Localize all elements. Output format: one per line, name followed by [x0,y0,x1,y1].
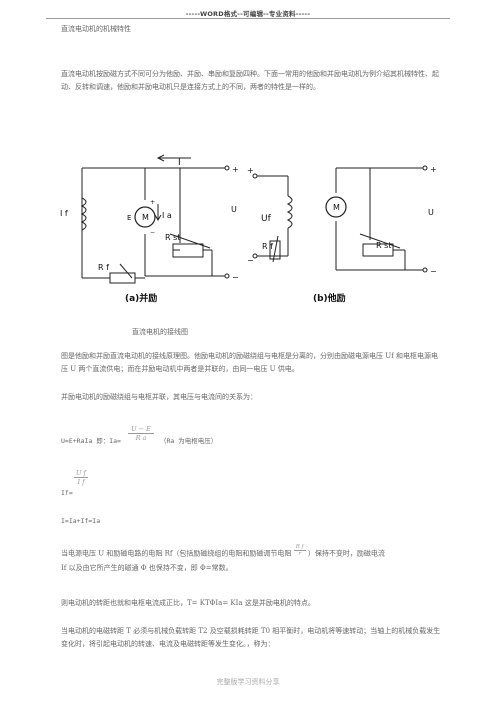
p4-frac-num: R f [295,544,304,550]
voltage-label-a: U [231,205,237,214]
motor-symbol-a [134,206,156,228]
rf-label-a: R f [98,263,109,272]
motor-label-a: M [142,213,149,222]
eq2-denominator: I f [77,478,85,486]
plus-right-b: + [430,165,437,174]
plus-left-b: + [247,166,254,175]
paragraph-2: 图是他励和并励直流电动机的接线原理图。他励电动机的励磁绕组与电枢是分离的，分别由… [61,352,438,373]
emf-label: E [127,214,131,222]
equation-2-fraction: U f I f [74,469,88,486]
equation-2-lhs: If= [61,489,73,497]
minus-right-b: − [430,267,437,276]
current-label: I [178,158,181,168]
caption-b: (b)他励 [313,292,346,304]
eq2-numerator: U f [76,469,86,477]
p4-frac-den: r [298,551,301,557]
uf-label: Uf [261,214,272,224]
minus-label-a: − [232,273,239,282]
motor-plus-a: + [150,199,155,206]
intro-paragraph: 直流电动机按励磁方式不同可分为他励、并励、串励和复励四种。下面一常用的他励和并励… [61,70,439,91]
equation-1-fraction: U − E R a [128,425,154,442]
paragraph-4-line-2: If 以及由它所产生的磁通 Φ 也保持不变，即 Φ=常数。 [61,564,233,572]
voltage-label-b: U [428,208,434,217]
paragraph-4-line-1: 当电源电压 U 和励磁电路的电阻 Rf（包括励磁绕组的电阻和励磁调节电阻 R f… [61,544,385,561]
eq1-denominator: R a [135,434,147,442]
eq1-fraction-bar [128,433,154,434]
motor-label-b: M [333,203,340,212]
eq1-numerator: U − E [131,425,151,433]
p4-inline-fraction: R f r [293,544,306,557]
p4-frac-bar [293,550,306,551]
caption-a: (a)并励 [125,292,157,304]
ia-label: I a [162,211,172,220]
equation-3: I=Ia+If≈Ia [61,517,101,525]
minus-left-b: − [247,256,254,265]
page-footer: 完整版学习资料分享 [216,678,280,686]
equation-1-lhs: U=E+RaIa 即：Ia= [61,437,121,445]
rst-label-a: R st [165,233,180,242]
rf-label-b: R f [262,242,273,251]
eq2-fraction-bar [74,477,88,478]
p4-text-a: 当电源电压 U 和励磁电路的电阻 Rf（包括励磁绕组的电阻和励磁调节电阻 [61,549,292,558]
paragraph-5: 则电动机的转距也就和电枢电流成正比，T= KTΦIa= KIa 这是并励电机的特… [61,599,315,607]
wiring-diagram: M E I I f I a U + − + − R st R f (a)并励 M… [60,154,437,304]
plus-label-a: + [232,165,239,174]
header-rule [46,18,450,19]
rst-label-b: R st [376,241,391,250]
section-title: 直流电动机的机械特性 [61,25,131,33]
equation-1-note: （Ra 为电枢电压） [160,437,218,445]
if-label: I f [60,209,68,218]
figure-title: 直流电机的接线图 [132,328,188,336]
p4-text-b: ）保持不变时，励磁电流 [307,549,385,558]
paragraph-6: 当电动机的电磁转距 T 必须与机械负载转距 T2 及空载损耗转距 T0 相平衡时… [61,627,441,648]
paragraph-3: 并励电动机的励磁绕组与电枢并联，其电压与电流间的关系为： [61,393,257,401]
motor-minus-a: − [150,229,155,236]
page-header: -----WORD格式--可编辑--专业资料----- [185,10,311,18]
motor-symbol-b [325,196,347,218]
